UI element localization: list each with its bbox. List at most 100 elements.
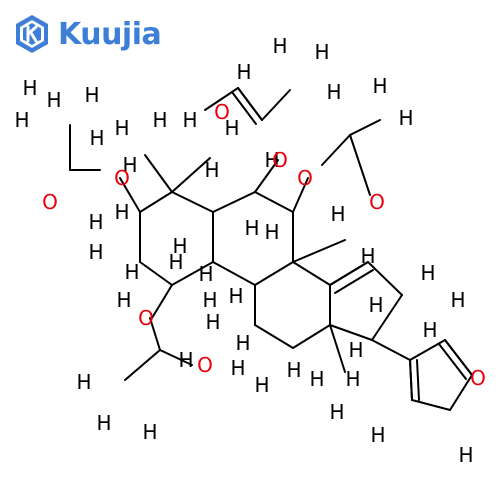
ring-bond — [171, 191, 214, 213]
double-bond — [416, 359, 420, 401]
ring-bond — [371, 339, 411, 361]
hydrogen-atom-label: H — [168, 250, 183, 274]
hydrogen-atom-label: H — [330, 202, 345, 226]
ring-bond — [261, 89, 291, 121]
ring-bond — [449, 374, 473, 411]
hydrogen-atom-label: H — [286, 358, 301, 382]
ring-bond — [329, 324, 346, 373]
hydrogen-atom-label: H — [224, 116, 239, 140]
brand-name: Kuujia — [58, 16, 162, 52]
hydrogen-atom-label: H — [88, 210, 103, 234]
hydrogen-atom-label: H — [198, 262, 213, 286]
hydrogen-atom-label: H — [96, 411, 111, 435]
kuujia-hexagon-icon — [16, 15, 48, 53]
oxygen-atom-label: O — [297, 166, 313, 190]
ring-bond — [292, 239, 346, 263]
hydrogen-atom-label: H — [244, 216, 259, 240]
hydrogen-atom-label: H — [329, 400, 344, 424]
ring-bond — [292, 324, 331, 349]
hydrogen-atom-label: H — [142, 420, 157, 444]
ring-bond — [139, 191, 173, 213]
hydrogen-atom-label: H — [46, 88, 61, 112]
ring-bond — [329, 324, 373, 341]
hydrogen-atom-label: H — [172, 234, 187, 258]
oxygen-atom-label: O — [138, 306, 154, 330]
hydrogen-atom-label: H — [314, 40, 329, 64]
hydrogen-atom-label: H — [370, 423, 385, 447]
hydrogen-atom-label: H — [228, 284, 243, 308]
double-bond — [438, 343, 467, 380]
hydrogen-atom-label: H — [458, 443, 473, 467]
hydrogen-atom-label: H — [22, 76, 37, 100]
hydrogen-atom-label: H — [254, 373, 269, 397]
hydrogen-atom-label: H — [398, 106, 413, 130]
hydrogen-atom-label: H — [360, 244, 375, 268]
double-bond — [329, 261, 369, 286]
double-bond — [444, 339, 473, 376]
oxygen-atom-label: O — [197, 353, 213, 377]
hydrogen-atom-label: H — [420, 261, 435, 285]
ring-bond — [159, 349, 193, 366]
ring-bond — [292, 261, 331, 286]
hydrogen-atom-label: H — [89, 126, 104, 150]
hydrogen-atom-label: H — [326, 80, 341, 104]
ring-bond — [409, 339, 446, 361]
hydrogen-atom-label: H — [114, 116, 129, 140]
ring-bond — [292, 177, 309, 213]
hydrogen-atom-label: H — [264, 220, 279, 244]
hydrogen-atom-label: H — [205, 310, 220, 334]
ring-bond — [212, 191, 256, 213]
hydrogen-atom-label: H — [348, 338, 363, 362]
oxygen-atom-label: O — [114, 166, 130, 190]
double-bond — [334, 269, 374, 294]
hydrogen-atom-label: H — [236, 60, 251, 84]
oxygen-atom-label: O — [272, 148, 288, 172]
hydrogen-atom-label: H — [114, 200, 129, 224]
ring-bond — [349, 134, 371, 196]
ring-bond — [151, 284, 173, 319]
hydrogen-atom-label: H — [450, 288, 465, 312]
double-bond — [409, 359, 413, 401]
hydrogen-atom-label: H — [88, 240, 103, 264]
hydrogen-atom-label: H — [368, 293, 383, 317]
ring-bond — [371, 294, 403, 341]
bonds — [69, 87, 473, 411]
hydrogen-atom-label: H — [122, 153, 137, 177]
hydrogen-atom-label: H — [116, 288, 131, 312]
hydrogen-atom-label: H — [345, 367, 360, 391]
ring-bond — [254, 261, 294, 286]
ring-bond — [254, 324, 294, 349]
oxygen-atom-label: O — [42, 190, 58, 214]
hydrogen-atom-label: H — [84, 83, 99, 107]
hydrogen-atom-label: H — [372, 74, 387, 98]
brand-logo[interactable]: Kuujia — [12, 12, 162, 56]
ring-bond — [349, 119, 381, 136]
hydrogen-atom-label: H — [204, 158, 219, 182]
hydrogen-atom-label: H — [182, 108, 197, 132]
hydrogen-atom-label: H — [264, 148, 279, 172]
hydrogen-atom-label: H — [152, 108, 167, 132]
hydrogen-atom-label: H — [230, 356, 245, 380]
oxygen-atom-label: O — [369, 190, 385, 214]
ring-bond — [149, 317, 161, 351]
ring-bond — [144, 154, 173, 193]
hydrogen-atom-label: H — [178, 348, 193, 372]
ring-bond — [139, 261, 173, 286]
hydrogen-atom-label: H — [14, 108, 29, 132]
hydrogen-atom-label: H — [124, 260, 139, 284]
hydrogen-atom-label: H — [309, 367, 324, 391]
hydrogen-atom-label: H — [235, 331, 250, 355]
hydrogen-atom-label: H — [272, 34, 287, 58]
oxygen-atom-label: O — [214, 100, 230, 124]
ring-bond — [171, 157, 211, 193]
hydrogen-atom-label: H — [202, 288, 217, 312]
ring-bond — [124, 349, 161, 381]
ring-bond — [254, 191, 294, 213]
hydrogen-atom-label: H — [422, 318, 437, 342]
hydrogen-atom-label: H — [76, 370, 91, 394]
double-bond — [231, 91, 257, 125]
ring-bond — [367, 261, 403, 296]
